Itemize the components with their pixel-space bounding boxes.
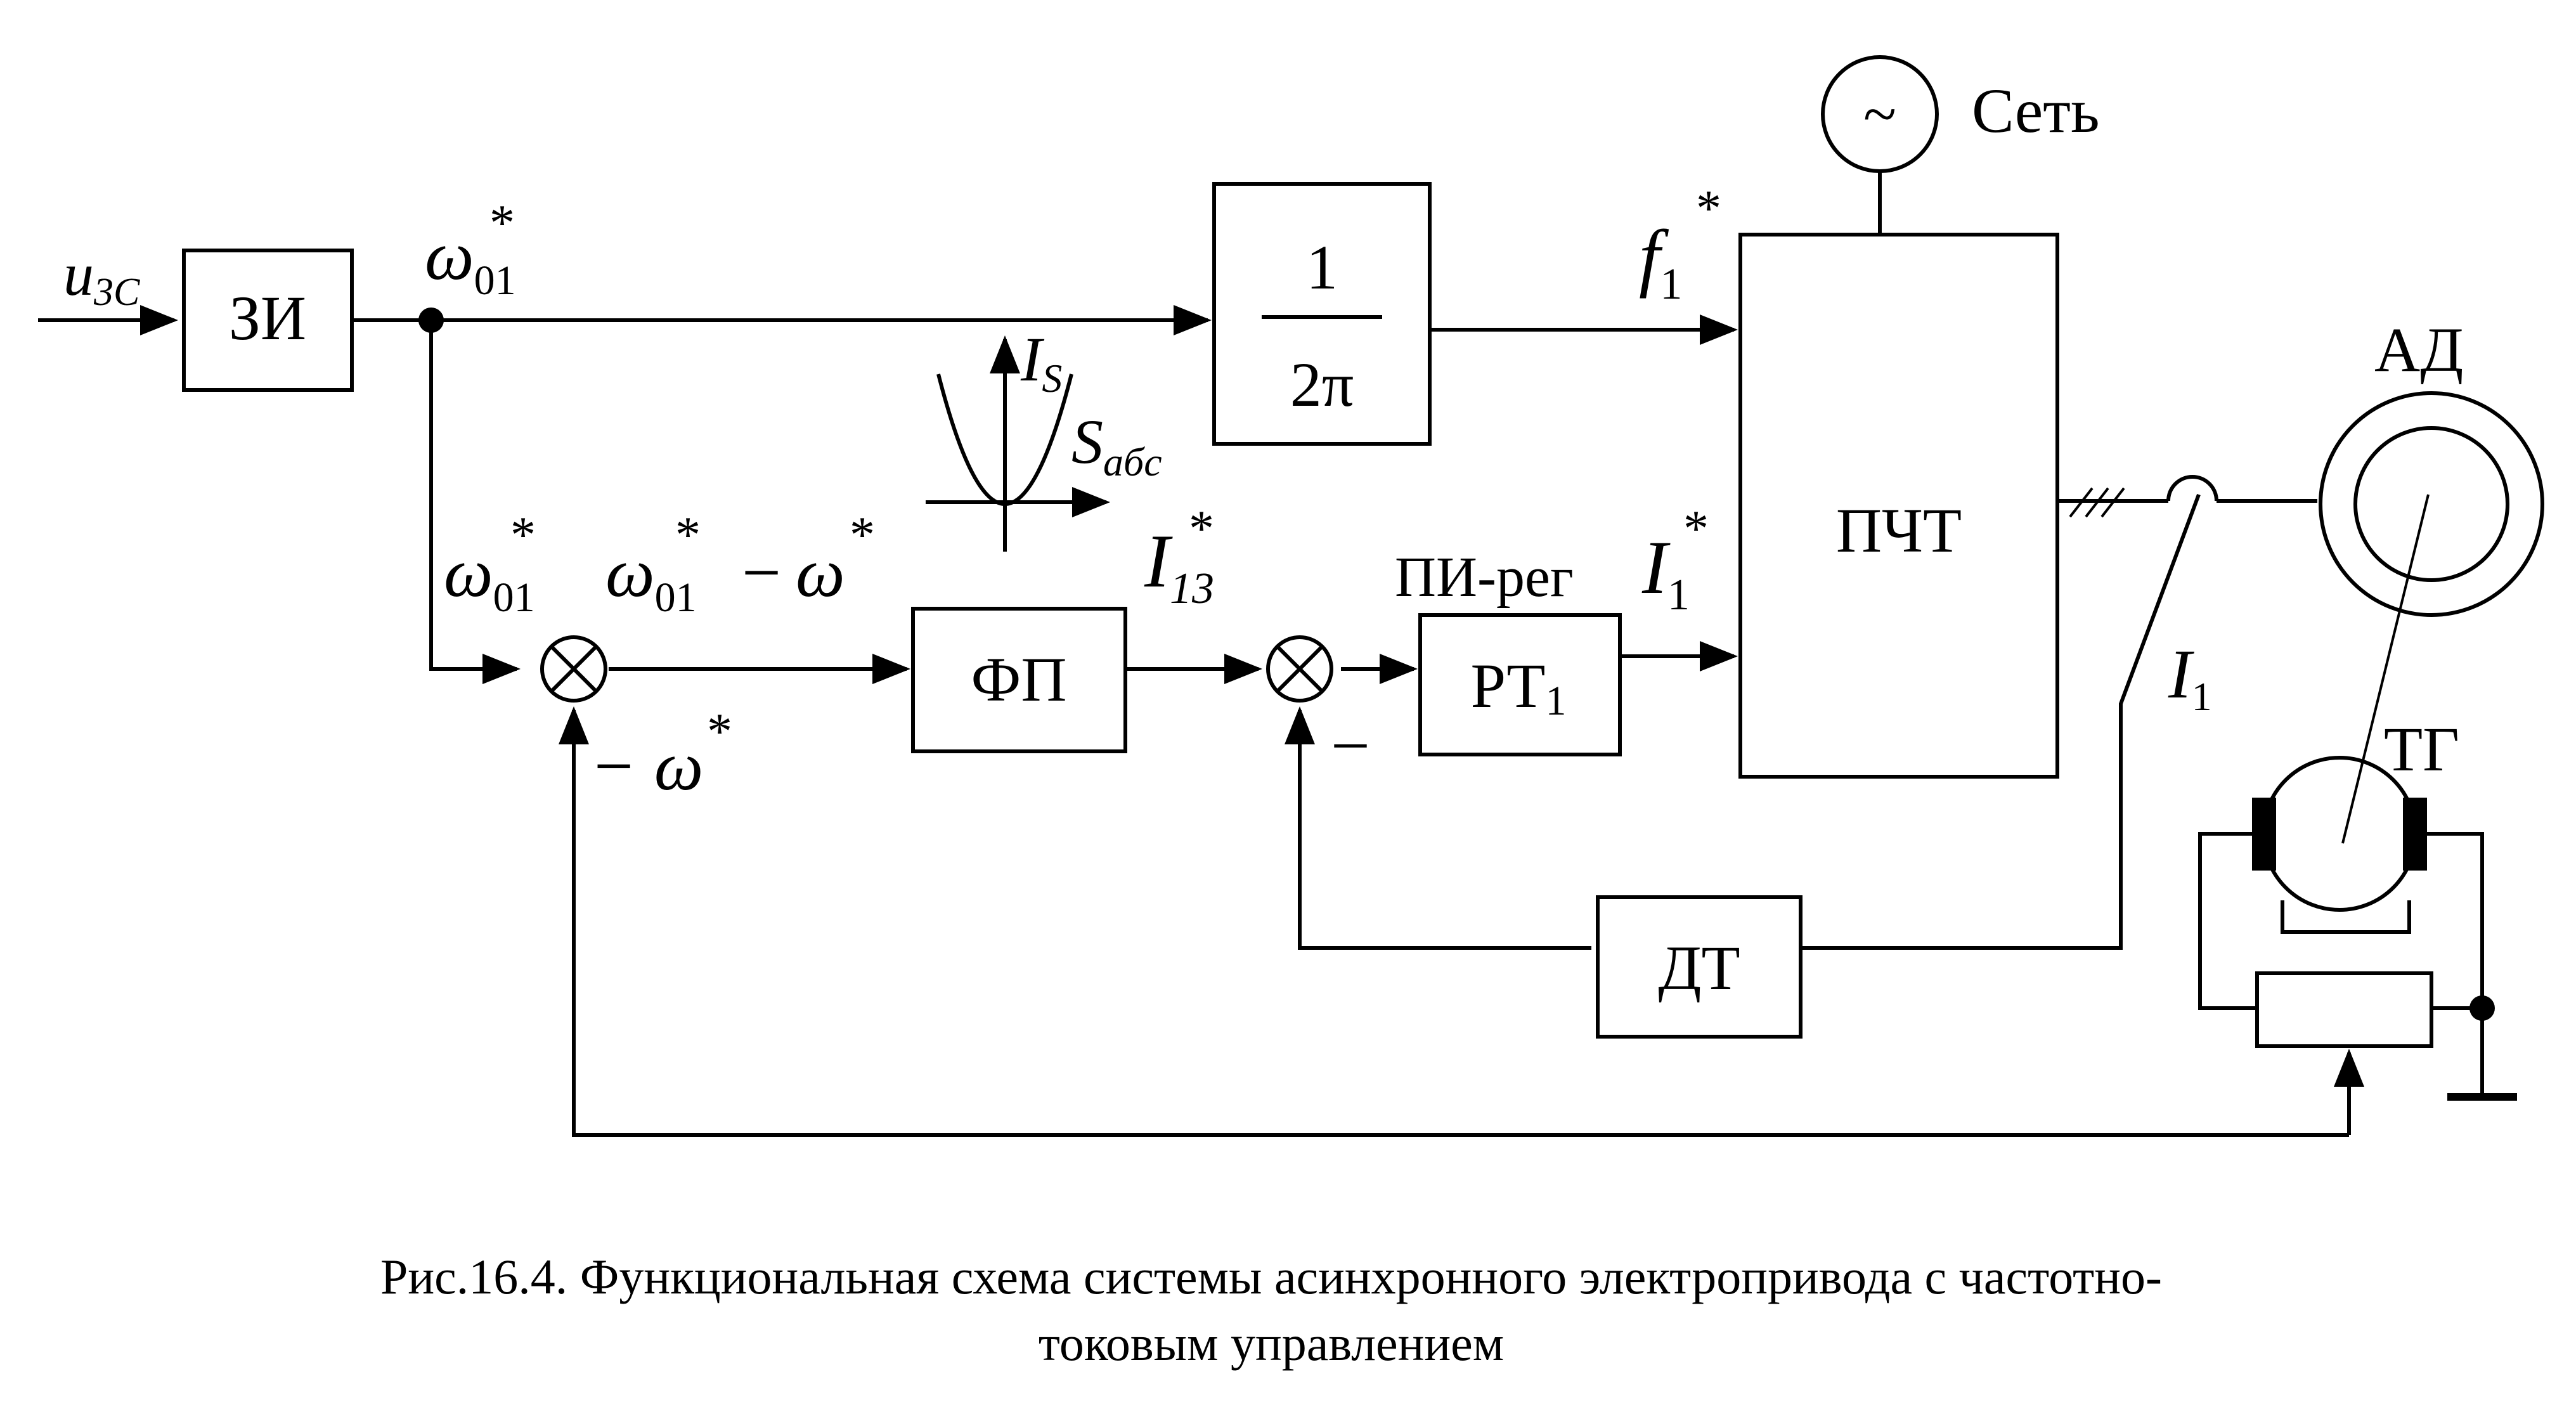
summing-junction-speed	[540, 635, 607, 703]
i1-ref-star: *	[1683, 501, 1709, 557]
is-axis-label: IS	[1020, 324, 1062, 401]
block-pcht-label: ПЧТ	[1836, 495, 1962, 566]
omega-ref-mid-label: ω01	[444, 534, 535, 621]
block-divider: 1 2π	[1212, 182, 1432, 446]
induction-motor	[2319, 391, 2544, 617]
motor-label: АД	[2374, 314, 2463, 385]
phase-tick-1	[2069, 487, 2094, 518]
i13-ref-label: I13	[1144, 519, 1214, 613]
neg-omega-label: − ω	[590, 727, 703, 805]
grid-symbol: ~	[1863, 80, 1896, 148]
speed-error-omega: ω	[796, 534, 845, 611]
statics-characteristic-graph	[926, 335, 1110, 552]
speed-error-label: ω01	[605, 534, 697, 621]
wire-dt-sum2	[1285, 706, 1591, 950]
wire-speed-feedback	[559, 706, 2349, 1137]
wire-crossover	[2166, 475, 2218, 502]
phase-tick-3	[2100, 487, 2125, 518]
potentiometer	[2255, 971, 2433, 1048]
speed-error-star-1: *	[675, 507, 701, 563]
wire-tg-right	[2422, 832, 2484, 1010]
branch-node-1	[418, 308, 444, 333]
s-abs-axis-label: Saбc	[1071, 406, 1162, 484]
input-signal-label: u3C	[63, 240, 140, 314]
omega-ref-top-star: *	[489, 195, 515, 251]
block-divider-numerator: 1	[1306, 232, 1338, 302]
f1-ref-star: *	[1696, 181, 1721, 236]
wire-current-sensor	[1801, 493, 2201, 950]
summing-junction-current	[1266, 635, 1333, 703]
caption-line-2: токовым управлением	[1039, 1316, 1504, 1371]
omega-ref-mid-star: *	[510, 507, 536, 563]
block-fp-label: ФП	[971, 644, 1066, 715]
i13-ref-star: *	[1189, 501, 1214, 557]
wire-tg-left	[2198, 832, 2257, 1010]
f1-ref-label: f1	[1639, 214, 1682, 309]
grid-label: Сеть	[1972, 75, 2100, 146]
block-dt-label: ДТ	[1658, 933, 1740, 1003]
feedback-minus-sign: –	[1334, 704, 1367, 775]
block-zi-label: ЗИ	[229, 283, 306, 353]
block-dt: ДТ	[1596, 895, 1803, 1039]
tg-label: ТГ	[2384, 714, 2459, 784]
wire-node-sum1	[429, 320, 521, 684]
block-pcht: ПЧТ	[1738, 233, 2059, 779]
block-rt1: РТ1	[1418, 613, 1622, 756]
shaft-line	[2341, 494, 2430, 844]
block-fp: ФП	[911, 607, 1127, 753]
current-feedback-label: I1	[2168, 635, 2212, 719]
neg-omega-star: *	[707, 704, 732, 760]
caption-line-1: Рис.16.4. Функциональная схема системы а…	[380, 1249, 2162, 1304]
block-rt1-label: РТ1	[1471, 651, 1567, 724]
branch-node-ground	[2469, 995, 2495, 1021]
omega-ref-top-label: ω01	[425, 217, 516, 304]
speed-error-minus: −	[742, 534, 781, 611]
speed-error-star-2: *	[850, 507, 875, 563]
phase-tick-2	[2085, 487, 2109, 518]
grid-source: ~	[1821, 55, 1939, 173]
block-divider-denominator: 2π	[1290, 349, 1354, 420]
pi-reg-label: ПИ-рег	[1395, 546, 1574, 609]
i1-ref-label: I1	[1641, 525, 1690, 619]
block-zi: ЗИ	[182, 249, 354, 392]
tachogenerator	[2252, 756, 2427, 934]
